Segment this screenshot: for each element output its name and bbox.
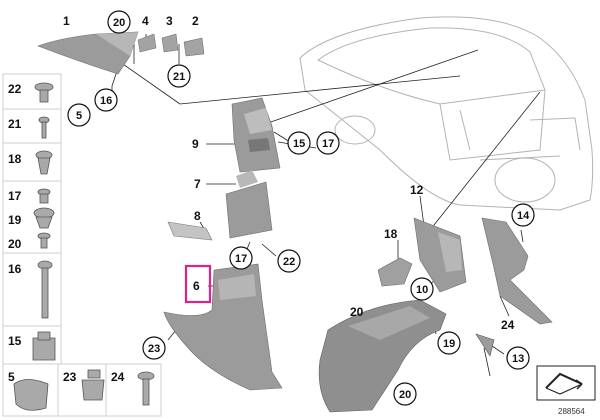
legend-label-17: 17 xyxy=(8,189,22,203)
legend-label-24: 24 xyxy=(111,370,125,384)
callout-20-top: 20 xyxy=(113,17,125,29)
legend-label-21: 21 xyxy=(8,117,22,131)
part-7-trim xyxy=(225,181,273,239)
callout-10: 20 xyxy=(350,305,364,319)
part-8-bracket xyxy=(167,221,213,241)
callout-22: 22 xyxy=(283,256,295,268)
callout-3: 3 xyxy=(166,14,173,28)
legend-label-16: 16 xyxy=(8,262,22,276)
callout-5: 5 xyxy=(76,110,82,122)
part-3-clip xyxy=(161,33,179,53)
arrow-box xyxy=(536,365,596,401)
part-10-trim xyxy=(318,299,447,413)
arrow-icon xyxy=(575,379,583,390)
callout-12: 18 xyxy=(384,227,398,241)
callout-23: 23 xyxy=(148,343,160,355)
callout-4: 4 xyxy=(142,14,149,28)
callout-2: 2 xyxy=(192,14,199,28)
legend-label-22: 22 xyxy=(8,82,22,96)
legend-label-19: 19 xyxy=(8,213,22,227)
callout-8: 8 xyxy=(194,209,201,223)
callout-19: 20 xyxy=(399,389,411,401)
callout-24: 13 xyxy=(512,353,524,365)
legend-label-20: 20 xyxy=(8,237,22,251)
car-outline xyxy=(299,16,594,211)
part-11-trim xyxy=(413,217,467,293)
callout-11: 12 xyxy=(410,183,424,197)
part-12-cover xyxy=(377,257,413,287)
callout-20-right: 14 xyxy=(517,210,530,222)
callout-17-top: 17 xyxy=(322,138,334,150)
legend-grid xyxy=(2,73,162,417)
callout-18: 10 xyxy=(416,284,428,296)
legend-label-15: 15 xyxy=(8,334,22,348)
legend-fasteners xyxy=(13,82,155,411)
callout-16: 16 xyxy=(100,95,112,107)
legend-label-18: 18 xyxy=(8,152,22,166)
part-14-trim xyxy=(481,217,553,325)
part-9-pillar xyxy=(231,97,281,173)
callout-17-bottom: 17 xyxy=(235,253,247,265)
clip-23-icon xyxy=(87,369,101,379)
callout-21: 21 xyxy=(173,71,185,83)
part-4-clip xyxy=(137,33,157,53)
callout-15: 15 xyxy=(293,138,305,150)
part-13-screw xyxy=(475,333,495,357)
cover-5-icon xyxy=(13,379,49,411)
part-2-clip xyxy=(183,37,205,57)
diagram-number: 288564 xyxy=(558,407,585,416)
legend-label-5: 5 xyxy=(8,370,15,384)
callout-20-middle: 19 xyxy=(443,338,455,350)
callout-6: 6 xyxy=(193,279,200,293)
bracket-clip-15-icon xyxy=(32,337,56,361)
legend-label-23: 23 xyxy=(63,370,77,384)
callout-1: 1 xyxy=(63,14,70,28)
callout-7: 7 xyxy=(194,177,201,191)
highlight-box xyxy=(184,264,212,304)
callout-14: 24 xyxy=(501,318,515,332)
circled-callouts xyxy=(67,10,535,406)
clip-19-icon xyxy=(33,207,55,219)
callout-9: 9 xyxy=(192,137,199,151)
